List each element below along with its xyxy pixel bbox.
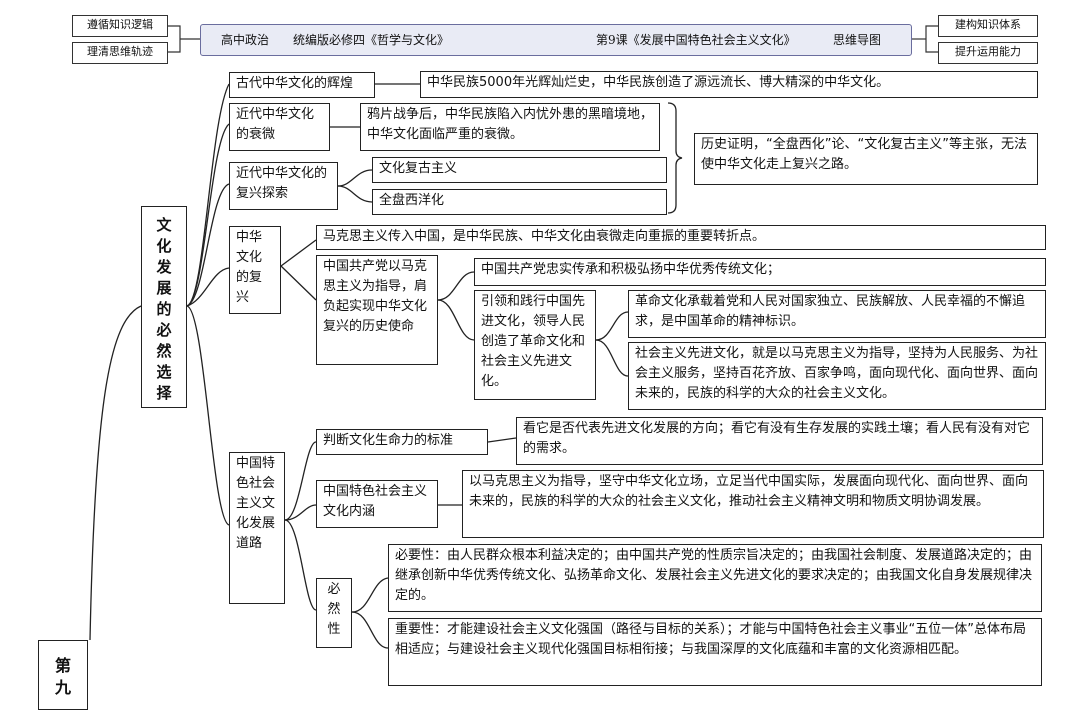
node-standard-detail: 看它是否代表先进文化发展的方向；看它有没有生存发展的实践土壤；看人民有没有对它的… <box>516 417 1043 465</box>
node-modern-decline-detail: 鸦片战争后，中华民族陷入内忧外患的黑暗境地，中华文化面临严重的衰微。 <box>360 103 660 151</box>
node-necessity-need: 必要性：由人民群众根本利益决定的；由中国共产党的性质宗旨决定的；由我国社会制度、… <box>388 544 1042 612</box>
main-topic: 文化发展的必然选择 <box>141 206 187 408</box>
node-zh-revival: 中华文化的复兴 <box>229 226 281 314</box>
node-connotation-detail: 以马克思主义为指导，坚守中华文化立场，立足当代中国实际，发展面向现代化、面向世界… <box>462 470 1044 538</box>
node-cpc-mission: 中国共产党以马克思主义为指导，肩负起实现中华文化复兴的历史使命 <box>316 255 438 365</box>
banner-lesson: 第9课《发展中国特色社会主义文化》 <box>596 33 796 47</box>
node-modern-decline: 近代中华文化的衰微 <box>229 103 330 151</box>
node-necessity-importance: 重要性：才能建设社会主义文化强国（路径与目标的关系）；才能与中国特色社会主义事业… <box>388 618 1042 686</box>
node-revival-b: 全盘西洋化 <box>372 189 667 215</box>
node-ancient: 古代中华文化的辉煌 <box>229 72 375 98</box>
chapter-label: 第九 <box>38 640 88 710</box>
banner-type: 思维导图 <box>833 33 882 47</box>
node-revival-explore: 近代中华文化的复兴探索 <box>229 162 338 210</box>
node-marxism-intro: 马克思主义传入中国，是中华民族、中华文化由衰微走向重振的重要转折点。 <box>316 225 1046 250</box>
title-banner: 高中政治 统编版必修四《哲学与文化》 第9课《发展中国特色社会主义文化》 思维导… <box>200 24 912 56</box>
tag-clarify-thinking: 理清思维轨迹 <box>72 42 168 64</box>
node-ancient-detail: 中华民族5000年光辉灿烂史，中华民族创造了源远流长、博大精深的中华文化。 <box>420 71 1038 98</box>
node-cpc-lead: 引领和践行中国先进文化，领导人民创造了革命文化和社会主义先进文化。 <box>474 290 596 400</box>
node-soc-culture: 社会主义先进文化，就是以马克思主义为指导，坚持为人民服务、为社会主义服务，坚持百… <box>628 342 1046 410</box>
node-cs-road: 中国特色社会主义文化发展道路 <box>229 452 285 604</box>
node-revival-a: 文化复古主义 <box>372 157 667 183</box>
node-standard: 判断文化生命力的标准 <box>316 429 488 455</box>
node-necessity: 必然性 <box>316 578 352 648</box>
header-connectors <box>168 25 938 53</box>
node-history-proof: 历史证明，“全盘西化”论、“文化复古主义”等主张，无法使中华文化走上复兴之路。 <box>694 133 1038 185</box>
tag-build-system: 建构知识体系 <box>938 15 1038 37</box>
chapter-text: 第九 <box>54 656 71 697</box>
node-rev-culture: 革命文化承载着党和人民对国家独立、民族解放、人民幸福的不懈追求，是中国革命的精神… <box>628 290 1046 338</box>
banner-book: 统编版必修四《哲学与文化》 <box>293 33 450 47</box>
tag-improve-ability: 提升运用能力 <box>938 42 1038 64</box>
tag-follow-logic: 遵循知识逻辑 <box>72 15 168 37</box>
node-cpc-inherit: 中国共产党忠实传承和积极弘扬中华优秀传统文化； <box>474 258 1046 286</box>
node-connotation: 中国特色社会主义文化内涵 <box>316 480 438 528</box>
banner-subject: 高中政治 <box>221 33 270 47</box>
main-topic-text: 文化发展的必然选择 <box>156 216 172 402</box>
